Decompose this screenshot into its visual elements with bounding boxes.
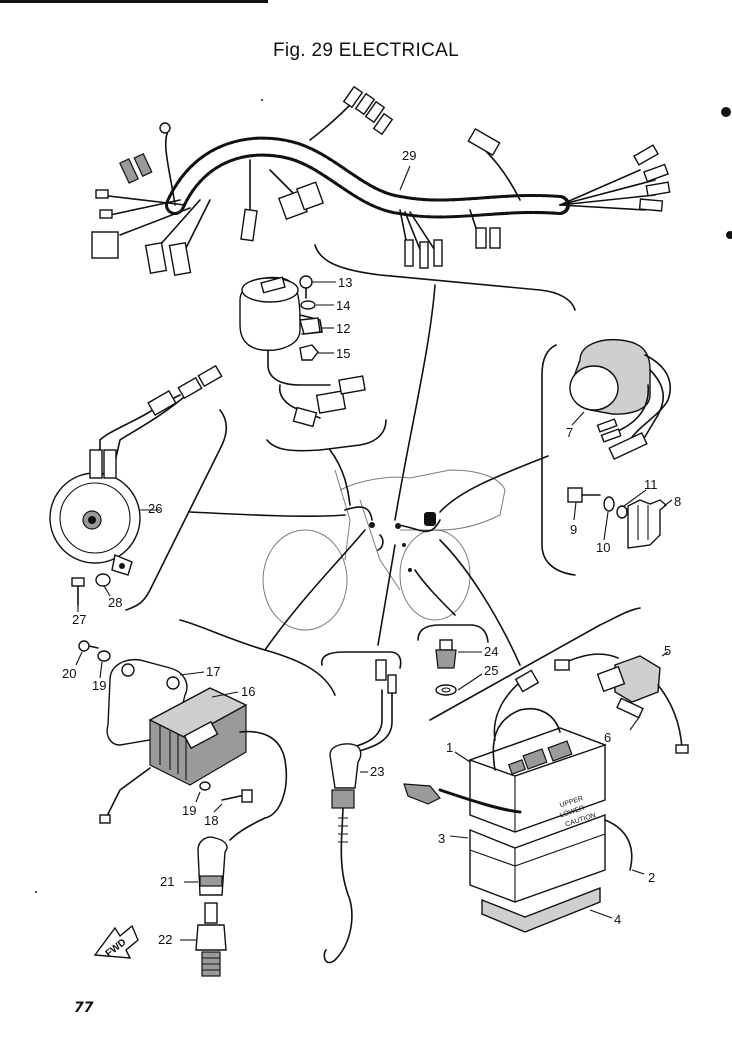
leader-battery bbox=[439, 539, 521, 666]
part-21-label: 21 bbox=[160, 874, 174, 889]
battery-group: UPPER LOWER CAUTION 5 6 1 3 2 4 bbox=[403, 607, 689, 933]
part-29-label: 29 bbox=[402, 148, 416, 163]
part-5-label: 5 bbox=[664, 643, 671, 658]
part-15-label: 15 bbox=[336, 346, 350, 361]
leader-harness bbox=[394, 284, 436, 521]
part-3-label: 3 bbox=[438, 831, 445, 846]
part-9-label: 9 bbox=[570, 522, 577, 537]
motorcycle-silhouette bbox=[262, 469, 506, 631]
scan-speckle bbox=[35, 99, 732, 893]
ignition-switch: 13 14 12 15 bbox=[239, 275, 387, 452]
part-27-label: 27 bbox=[72, 612, 86, 627]
part-12-label: 12 bbox=[336, 321, 350, 336]
part-28-label: 28 bbox=[108, 595, 122, 610]
leader-cdi bbox=[264, 529, 366, 651]
part-6-label: 6 bbox=[604, 730, 611, 745]
part-11-label: 11 bbox=[644, 477, 658, 492]
part-8-label: 8 bbox=[674, 494, 681, 509]
part-20-label: 20 bbox=[62, 666, 76, 681]
leader-flasher bbox=[439, 455, 549, 513]
part-23-label: 23 bbox=[370, 764, 384, 779]
neutral-switch-group: 24 25 bbox=[417, 624, 498, 696]
part-14-label: 14 bbox=[336, 298, 350, 313]
forward-arrow-icon: FWD bbox=[93, 924, 139, 960]
part-19b-label: 19 bbox=[182, 803, 196, 818]
part-19a-label: 19 bbox=[92, 678, 106, 693]
horn-group: 26 27 28 bbox=[49, 364, 228, 627]
neutral-switch-cable-group: 23 bbox=[321, 651, 402, 964]
leader-plug-cap bbox=[377, 544, 396, 646]
top-rule bbox=[0, 0, 268, 3]
leader-neutral bbox=[414, 569, 456, 616]
cdi-coil-group: 20 19 17 16 19 18 21 22 FWD bbox=[62, 619, 336, 977]
figure-title: Fig. 29 ELECTRICAL bbox=[273, 40, 459, 61]
part-16-label: 16 bbox=[241, 684, 255, 699]
part-26-label: 26 bbox=[148, 501, 162, 516]
part-25-label: 25 bbox=[484, 663, 498, 678]
part-24-label: 24 bbox=[484, 644, 498, 659]
part-4-label: 4 bbox=[614, 912, 621, 927]
flasher-relay-group: 7 9 10 11 8 bbox=[541, 338, 681, 576]
leader-ignition bbox=[329, 449, 351, 506]
page-number: 77 bbox=[74, 1000, 94, 1016]
part-13-label: 13 bbox=[338, 275, 352, 290]
leader-horn bbox=[189, 511, 346, 518]
harness-bracket bbox=[314, 244, 576, 311]
wire-harness: 29 bbox=[91, 85, 671, 276]
part-7-label: 7 bbox=[566, 425, 573, 440]
part-17-label: 17 bbox=[206, 664, 220, 679]
part-22-label: 22 bbox=[158, 932, 172, 947]
part-2-label: 2 bbox=[648, 870, 655, 885]
part-10-label: 10 bbox=[596, 540, 610, 555]
part-1-label: 1 bbox=[446, 740, 453, 755]
part-18-label: 18 bbox=[204, 813, 218, 828]
harness-connector-left bbox=[91, 231, 119, 259]
